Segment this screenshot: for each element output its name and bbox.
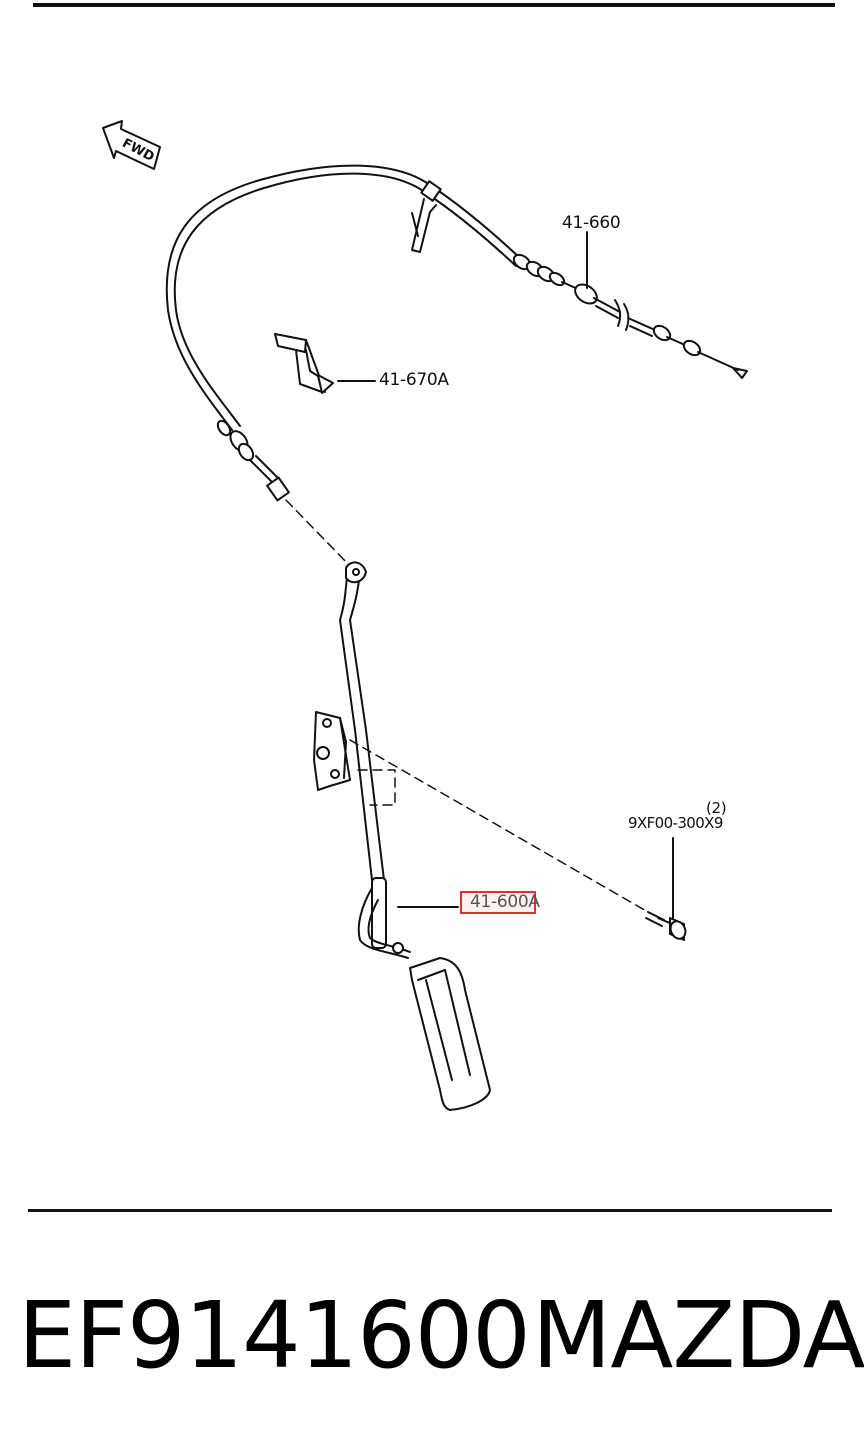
footer: EF9141600 MAZDA [0, 1290, 864, 1390]
brand-name: MAZDA [532, 1282, 864, 1389]
pedal-pad [409, 957, 491, 1111]
callout-41-600a-highlighted[interactable]: 41-600A [460, 891, 540, 914]
callout-bolt-quantity: (2) [706, 799, 727, 817]
bolt-icon [645, 911, 687, 941]
pedal-arm [339, 561, 385, 881]
pedal-lower-arm [357, 877, 411, 959]
part-number: EF9141600 [18, 1282, 531, 1389]
fwd-arrow-icon: FWD [102, 120, 161, 170]
top-rule [33, 3, 835, 7]
callout-41-670a[interactable]: 41-670A [379, 370, 449, 390]
bottom-rule [28, 1209, 832, 1212]
pedal-mount-plate [313, 711, 351, 791]
cable-bracket [274, 333, 334, 394]
callout-41-660[interactable]: 41-660 [562, 213, 621, 233]
cable-fittings-lower [216, 419, 290, 502]
assembly-dashed-lines [285, 499, 649, 913]
callout-9xf00-300x9[interactable]: 9XF00-300X9 [628, 814, 723, 832]
accelerator-cable [165, 164, 521, 431]
cable-clip [411, 180, 442, 253]
cable-fittings-upper [512, 253, 748, 379]
